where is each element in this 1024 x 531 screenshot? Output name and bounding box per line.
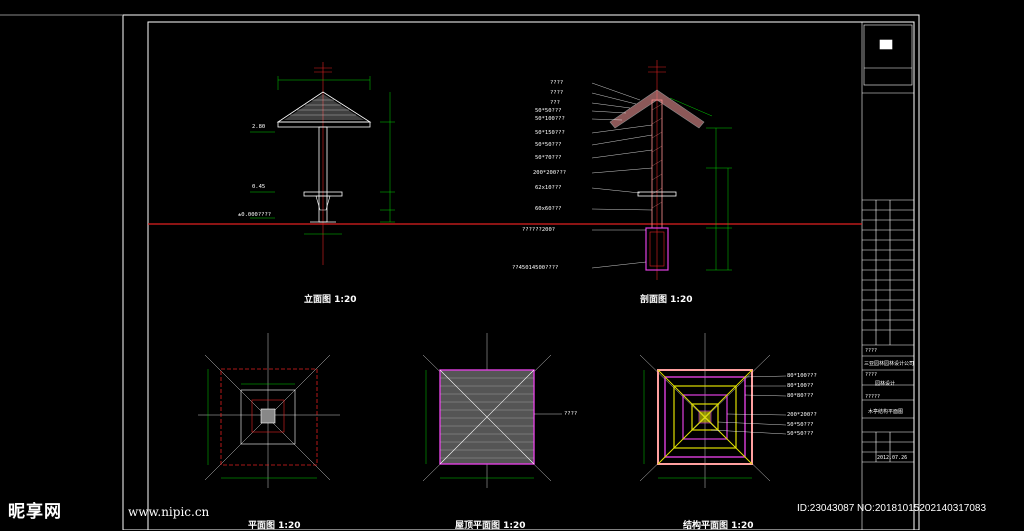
plan-caption: 平面图 1:20: [248, 521, 301, 531]
section-callout: ????: [550, 80, 564, 86]
section-callout: ????: [550, 90, 564, 96]
elevation-level: ±0.000????: [238, 212, 272, 218]
section-callout: 50*150???: [535, 130, 565, 136]
rafter-callout: 80*100??: [787, 383, 814, 389]
outer-frame: [122, 14, 920, 530]
title-block-date: 2012.07.26: [877, 455, 908, 461]
title-block-code: ????: [865, 372, 878, 378]
inner-frame: [147, 21, 915, 530]
elevation-view: [250, 62, 395, 265]
title-block: [861, 22, 914, 530]
section-callout: 50*100???: [535, 116, 565, 122]
section-callout: 50*50???: [535, 142, 562, 148]
rafter-callout: 50*50???: [787, 431, 814, 437]
watermark-logo: 昵享网: [8, 502, 62, 522]
rafter-callout: 80*100???: [787, 373, 817, 379]
rafter-callout: 200*200??: [787, 412, 817, 418]
section-callout: ???: [550, 100, 560, 106]
elevation-level: 2.80: [252, 124, 266, 130]
roof-plan-caption: 屋顶平面图 1:20: [455, 521, 526, 531]
plan-view: [198, 333, 340, 488]
watermark-id: ID:23043087 NO:20181015202140317083: [797, 503, 987, 514]
rafter-plan-caption: 结构平面图 1:20: [683, 521, 754, 531]
section-callout: 200*200???: [533, 170, 567, 176]
section-callout: ??45014500????: [512, 265, 559, 271]
rafter-callout: 80*80???: [787, 393, 814, 399]
elevation-level: 0.45: [252, 184, 266, 190]
watermark-site: www.nipic.cn: [128, 505, 210, 519]
roof-plan-view: [422, 333, 562, 488]
section-callout: 50*50???: [535, 108, 562, 114]
roof-callout: ????: [564, 411, 578, 417]
rafter-callout: 50*50???: [787, 422, 814, 428]
title-block-code: ?????: [865, 394, 881, 400]
title-block-company: 三亚园林园林设计公司: [864, 361, 915, 367]
section-callout: 50*70???: [535, 155, 562, 161]
section-callout: 60x60???: [535, 206, 562, 212]
elevation-caption: 立面图 1:20: [304, 295, 357, 305]
section-callout: 62x10???: [535, 185, 562, 191]
title-block-project: 园林设计: [875, 381, 896, 387]
rafter-plan-view: [639, 333, 787, 488]
section-caption: 剖面图 1:20: [640, 295, 693, 305]
section-callout: ??????200?: [522, 227, 556, 233]
title-block-code: ????: [865, 348, 878, 354]
section-view: [591, 60, 732, 280]
title-block-drawing: 木亭结构平面图: [868, 409, 904, 415]
